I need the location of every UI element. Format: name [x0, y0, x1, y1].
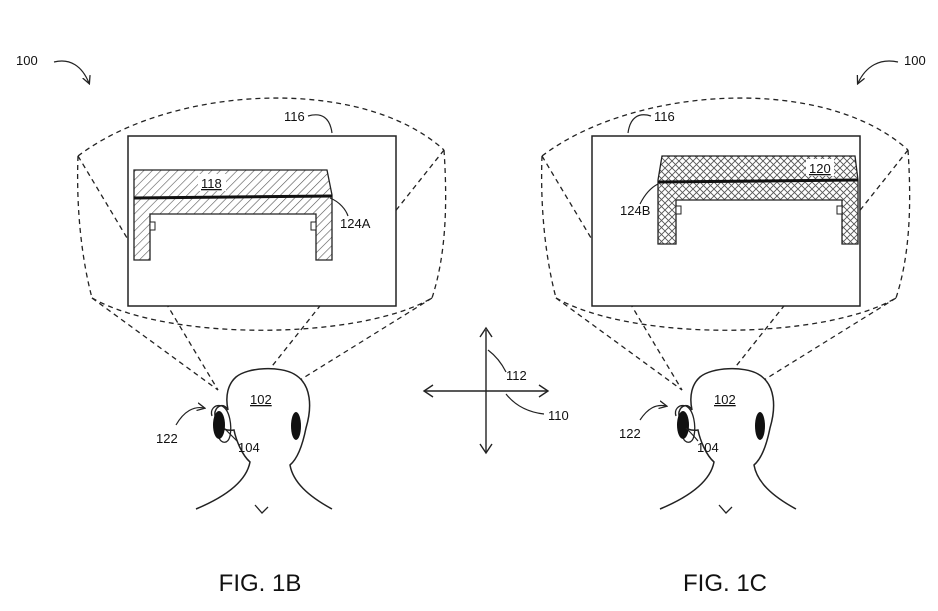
ref-112: 112 — [506, 368, 527, 383]
object-120-notch-left — [675, 205, 682, 215]
line-124b — [657, 178, 859, 184]
display-panel-left — [127, 135, 397, 307]
fov-ray-2-left — [91, 297, 219, 391]
fov-bottom-arc-right — [555, 297, 897, 331]
fov-ray-3-left — [264, 149, 445, 376]
vertical-axis-arrow-up — [479, 326, 493, 338]
ref-104-right-leader — [685, 427, 699, 442]
fov-bottom-arc-left — [91, 297, 433, 331]
object-118 — [133, 169, 333, 261]
ref-116-left-leader — [307, 114, 333, 134]
object-120-notch-right — [836, 205, 843, 215]
ref-116-left: 116 — [284, 109, 305, 124]
ref-104-left-leader — [223, 427, 238, 442]
fov-ray-2-right — [555, 297, 683, 391]
object-118-notch-left — [149, 221, 156, 231]
user-head-right — [659, 367, 797, 514]
horizontal-axis-arrow-left — [422, 384, 434, 398]
ref-110: 110 — [548, 408, 569, 423]
ref-124a: 124A — [340, 216, 371, 231]
caption-fig-1c: FIG. 1C — [683, 570, 767, 597]
ref-118-bg — [198, 174, 226, 191]
ref-100-left: 100 — [16, 53, 38, 68]
ref-124a-leader — [329, 197, 349, 217]
user-head-left — [195, 367, 333, 514]
ref-112-leader — [487, 349, 507, 373]
fov-right-side-right — [895, 149, 911, 299]
ref-122-left: 122 — [156, 431, 178, 446]
ref-100-left-arrow — [53, 60, 89, 83]
ref-110-leader — [505, 393, 545, 415]
object-120 — [657, 155, 859, 245]
fov-ray-4-right — [763, 297, 897, 381]
vertical-axis-arrow-down — [479, 443, 493, 455]
fov-left-side-right — [540, 155, 557, 299]
fov-ray-4-left — [299, 297, 433, 381]
ref-116-right-leader — [627, 114, 652, 134]
ref-102-right: 102 — [714, 392, 736, 407]
ref-124b-leader — [639, 183, 659, 205]
ref-118: 118 — [201, 176, 222, 191]
ref-100-right: 100 — [904, 53, 926, 68]
ref-102-left: 102 — [250, 392, 272, 407]
ref-120: 120 — [809, 161, 831, 176]
ref-104-left: 104 — [238, 440, 260, 455]
fov-right-side-left — [431, 149, 447, 299]
ref-120-bg — [806, 159, 834, 176]
ref-122-right-arrow — [639, 406, 666, 421]
fov-ray-3-right — [728, 149, 909, 376]
motion-axes: 112 110 — [422, 326, 569, 455]
ref-104-right: 104 — [697, 440, 719, 455]
object-118-notch-right — [310, 221, 317, 231]
horizontal-axis-arrow-right — [538, 384, 550, 398]
ref-116-right: 116 — [654, 109, 675, 124]
ref-122-right: 122 — [619, 426, 641, 441]
ref-100-right-arrow — [858, 60, 899, 83]
fov-top-arc-right — [541, 97, 909, 157]
figure-1b: 100 116 118 124A 102 104 122 FIG. 1B — [16, 53, 447, 597]
fov-top-arc-left — [77, 97, 445, 157]
ref-122-left-arrow — [175, 408, 204, 426]
ref-124b: 124B — [620, 203, 650, 218]
caption-fig-1b: FIG. 1B — [219, 570, 302, 597]
line-124a — [133, 194, 333, 200]
fov-left-side-left — [76, 155, 93, 299]
figure-1c: 100 116 120 124B 102 104 122 FIG. 1C — [540, 53, 926, 597]
